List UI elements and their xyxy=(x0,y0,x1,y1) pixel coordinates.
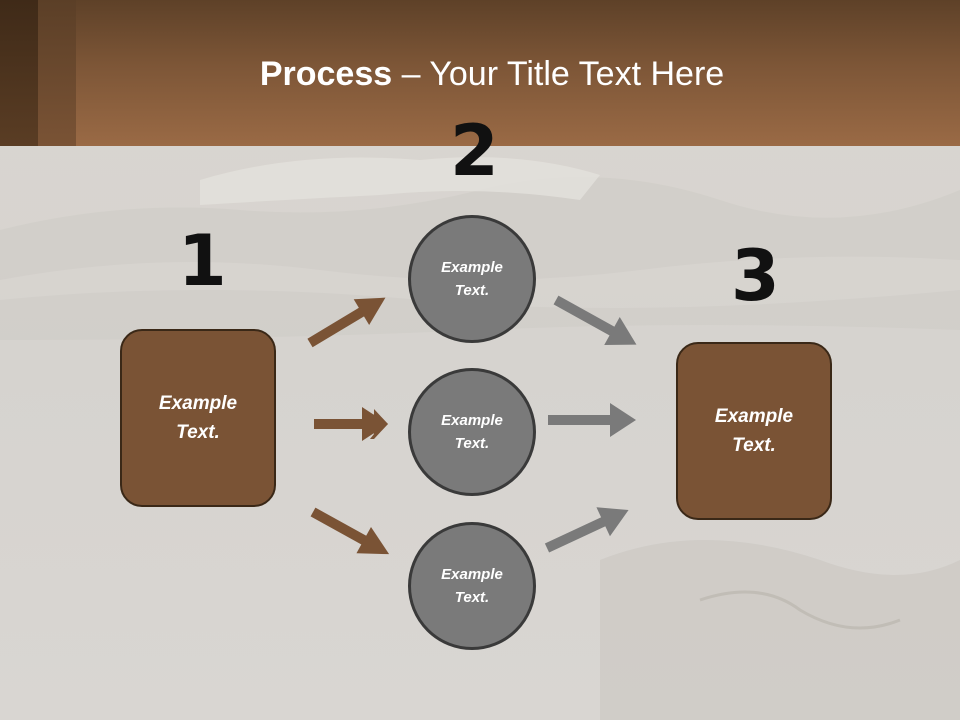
label-line: Example xyxy=(441,259,503,276)
step-number-1: 1 xyxy=(178,220,227,302)
header-stripe-mid xyxy=(38,0,76,146)
step-number-2: 2 xyxy=(450,110,499,192)
label-line: Text. xyxy=(454,282,490,299)
label-line: Example xyxy=(158,393,238,414)
label-line: Text. xyxy=(176,422,220,443)
process-circle-middle[interactable]: Example Text. xyxy=(408,368,536,496)
process-circle-bottom[interactable]: Example Text. xyxy=(408,522,536,650)
process-circle-middle-label: Example Text. xyxy=(441,409,503,455)
title-bold: Process xyxy=(259,55,393,93)
title-bar xyxy=(0,0,960,146)
label-line: Example xyxy=(441,412,503,429)
header-stripe-dark xyxy=(0,0,38,146)
slide-title: Process – Your Title Text Here xyxy=(0,52,960,96)
step-number-3: 3 xyxy=(731,235,780,317)
label-line: Text. xyxy=(454,435,490,452)
label-line: Text. xyxy=(454,589,490,606)
label-line: Example xyxy=(441,566,503,583)
process-box-right[interactable]: Example Text. xyxy=(676,342,832,520)
label-line: Example xyxy=(714,406,794,427)
process-circle-top-label: Example Text. xyxy=(441,256,503,302)
title-rest: – Your Title Text Here xyxy=(392,55,725,93)
process-box-left-label: Example Text. xyxy=(159,389,237,447)
label-line: Text. xyxy=(732,435,776,456)
process-circle-bottom-label: Example Text. xyxy=(441,563,503,609)
process-box-left[interactable]: Example Text. xyxy=(120,329,276,507)
process-box-right-label: Example Text. xyxy=(715,402,793,460)
process-circle-top[interactable]: Example Text. xyxy=(408,215,536,343)
